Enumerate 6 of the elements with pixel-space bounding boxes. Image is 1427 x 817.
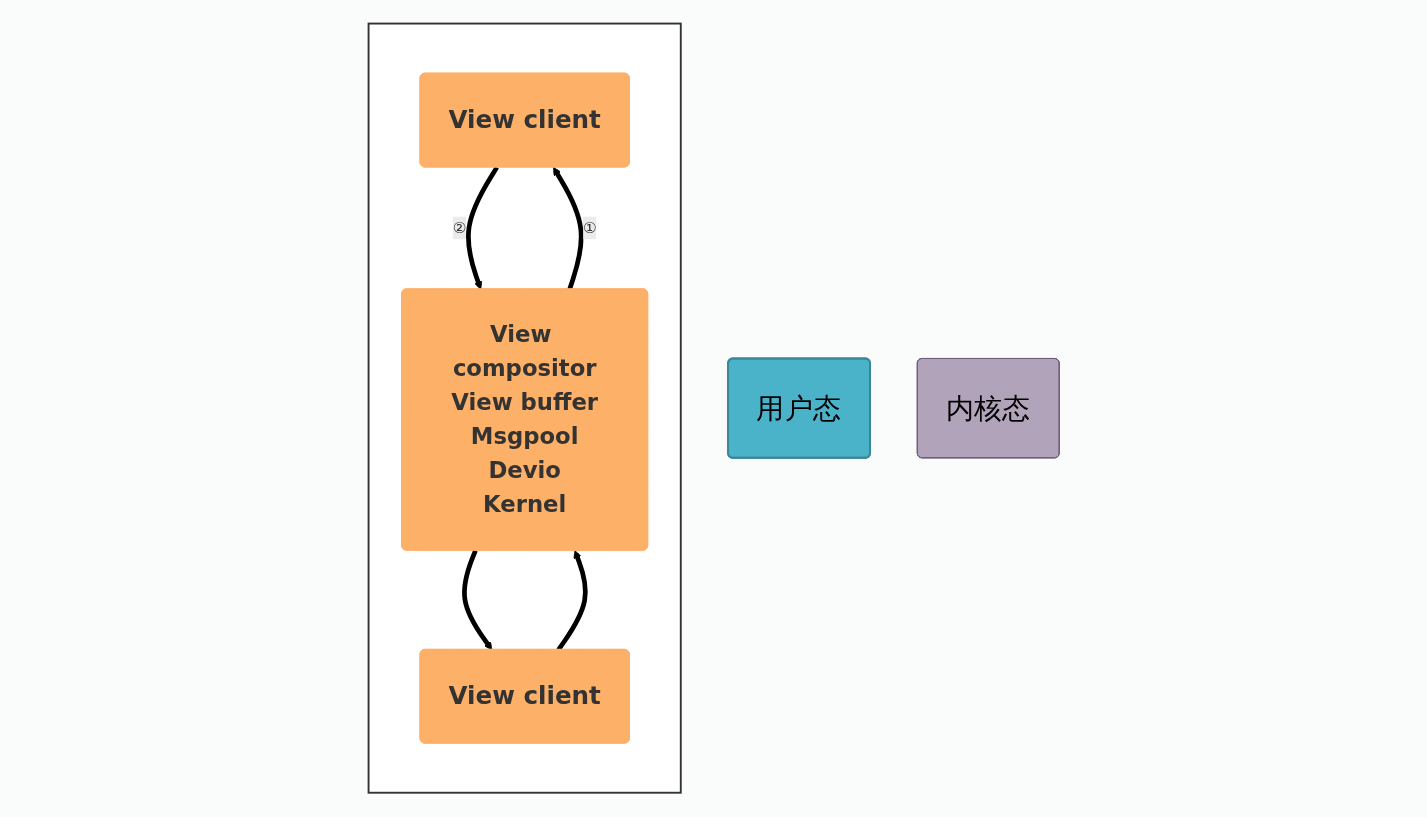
edge-label: ②: [452, 218, 466, 237]
arrow: [552, 167, 584, 291]
arrow: [465, 166, 499, 291]
edge-label: ①: [582, 218, 597, 237]
arrow: [461, 550, 492, 651]
cluster: [367, 22, 682, 794]
